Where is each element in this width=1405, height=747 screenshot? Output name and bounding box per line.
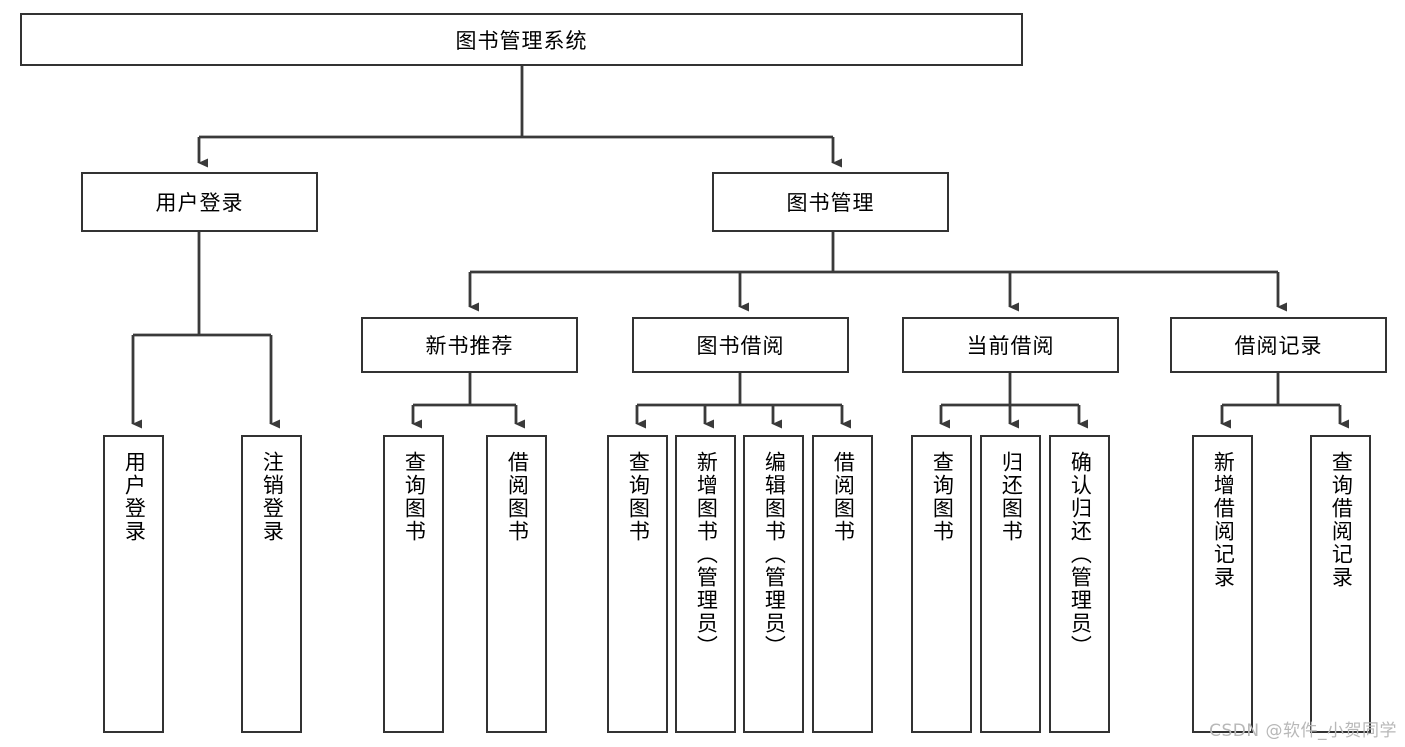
node-label: 图书管理 (786, 191, 875, 215)
leaf-add-borrow-record[interactable]: 新增借阅记录 (1192, 435, 1253, 733)
node-label: 新书推荐 (425, 334, 514, 358)
node-label: 注销登录 (260, 451, 285, 543)
node-user-login[interactable]: 用户登录 (81, 172, 318, 232)
node-label: 查询借阅记录 (1329, 451, 1354, 589)
node-borrow-record[interactable]: 借阅记录 (1170, 317, 1387, 373)
leaf-add-book-admin[interactable]: 新增图书（管理员） (675, 435, 736, 733)
node-label: 查询图书 (930, 451, 955, 543)
node-book-management[interactable]: 图书管理 (712, 172, 949, 232)
node-book-borrow[interactable]: 图书借阅 (632, 317, 849, 373)
node-new-book-recommend[interactable]: 新书推荐 (361, 317, 578, 373)
node-label: 查询图书 (626, 451, 651, 543)
node-label: 归还图书 (999, 451, 1024, 543)
node-label: 图书管理系统 (455, 28, 588, 53)
node-label: 用户登录 (155, 191, 244, 215)
node-label: 新增借阅记录 (1211, 451, 1236, 589)
node-label: 用户登录 (122, 451, 147, 543)
leaf-confirm-return-admin[interactable]: 确认归还（管理员） (1049, 435, 1110, 733)
leaf-borrow-book[interactable]: 借阅图书 (812, 435, 873, 733)
leaf-query-book-current[interactable]: 查询图书 (911, 435, 972, 733)
leaf-query-book-borrow[interactable]: 查询图书 (607, 435, 668, 733)
leaf-edit-book-admin[interactable]: 编辑图书（管理员） (743, 435, 804, 733)
leaf-return-book[interactable]: 归还图书 (980, 435, 1041, 733)
node-label: 新增图书（管理员） (694, 451, 719, 658)
node-label: 确认归还（管理员） (1068, 451, 1093, 658)
node-label: 借阅记录 (1234, 334, 1323, 358)
leaf-query-book-recommend[interactable]: 查询图书 (383, 435, 444, 733)
node-current-borrow[interactable]: 当前借阅 (902, 317, 1119, 373)
node-label: 借阅图书 (505, 451, 530, 543)
node-label: 编辑图书（管理员） (762, 451, 787, 658)
leaf-query-borrow-record[interactable]: 查询借阅记录 (1310, 435, 1371, 733)
csdn-watermark: CSDN @软件_小贺同学 (1209, 721, 1397, 741)
node-label: 图书借阅 (696, 334, 785, 358)
node-root-book-management-system[interactable]: 图书管理系统 (20, 13, 1023, 66)
node-label: 借阅图书 (831, 451, 856, 543)
leaf-user-login[interactable]: 用户登录 (103, 435, 164, 733)
node-label: 当前借阅 (966, 334, 1055, 358)
leaf-logout[interactable]: 注销登录 (241, 435, 302, 733)
leaf-borrow-book-recommend[interactable]: 借阅图书 (486, 435, 547, 733)
node-label: 查询图书 (402, 451, 427, 543)
